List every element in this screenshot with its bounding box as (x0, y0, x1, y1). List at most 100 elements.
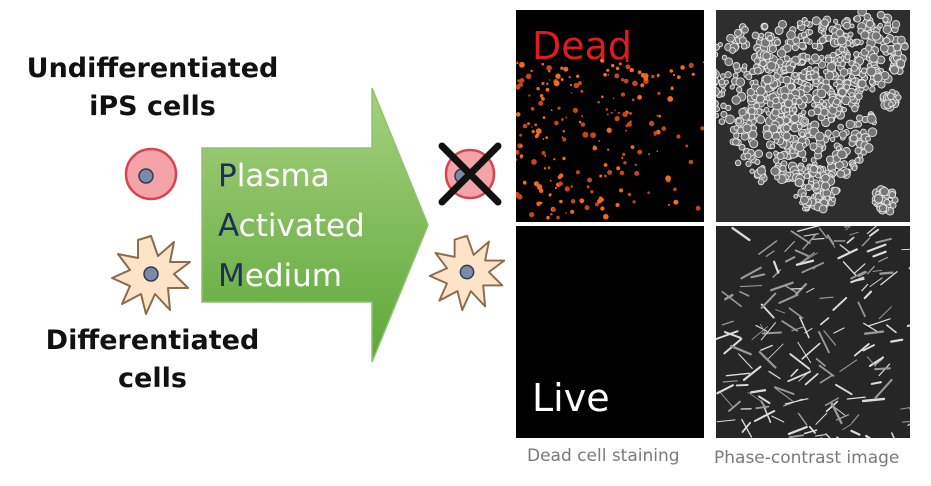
ips-cell-ring (879, 186, 890, 197)
ips-cell-ring (756, 166, 767, 176)
differentiated-label-line1: Differentiated (45, 325, 260, 356)
ips-cell-ring (820, 181, 831, 191)
ips-cell-ring (820, 30, 827, 36)
ips-cell-ring (762, 51, 771, 61)
ips-cell-ring (786, 82, 795, 91)
ips-cell-ring (831, 186, 840, 196)
fibroblast-streak (738, 353, 753, 369)
ips-cell-ring (783, 55, 791, 62)
fibroblast-streak (774, 387, 793, 402)
ips-cell-ring (768, 123, 779, 134)
dead-cell-spot (533, 181, 539, 187)
dead-cell-spot (562, 130, 565, 133)
ips-cell-ring (799, 58, 806, 66)
dead-cell-spot (570, 92, 573, 94)
dead-cell-spot (560, 66, 564, 70)
fibroblast-streak (801, 252, 818, 264)
dead-cell-spot (625, 64, 631, 70)
ips-cell-ring (838, 130, 848, 139)
dead-cell-spot (695, 205, 701, 211)
ips-cell-ring (809, 142, 818, 151)
ips-cell-ring (802, 118, 808, 124)
fibroblast-streak (718, 390, 734, 408)
fibroblast-streak (867, 318, 891, 327)
ips-cell-ring (803, 85, 811, 93)
ips-cell-ring (784, 106, 791, 113)
fibroblast-streak (765, 250, 775, 257)
fibroblast-streak (755, 324, 768, 332)
ips-cell-ring (809, 164, 818, 174)
ips-cell-ring (718, 118, 726, 125)
fibroblast-streak (866, 356, 877, 367)
ips-cell-ring (845, 119, 856, 130)
fibroblast-streak (771, 415, 785, 423)
fibroblast-streak (878, 256, 888, 263)
ips-cell-ring (824, 129, 832, 137)
dead-cell-spot (657, 91, 661, 95)
dead-cell-spot (553, 80, 560, 87)
ips-cell-ring (815, 172, 822, 179)
dead-cell-spot (576, 74, 580, 79)
fibroblast-streak (758, 240, 778, 255)
ips-cell-ring (882, 16, 889, 23)
phase-contrast-ips-image (716, 10, 910, 222)
ips-cell-ring (804, 183, 813, 191)
ips-cell-ring (803, 20, 810, 27)
fibroblast-streak (839, 244, 851, 254)
ips-cell-ring (767, 35, 774, 42)
ips-cell-ring (878, 204, 888, 213)
fibroblast-streak (819, 317, 830, 326)
dead-cell-spot (670, 86, 674, 91)
fibroblast-streak (799, 316, 810, 339)
arrow-line-medium: Medium (218, 258, 342, 294)
fibroblast-streak (874, 378, 893, 399)
fibroblast-streak (868, 228, 880, 237)
fibroblast-streak (773, 386, 795, 395)
dead-cell-spot (615, 203, 620, 207)
dead-cell-spot (590, 190, 594, 194)
ips-cell-ring (762, 74, 773, 85)
dead-cell-spot (561, 136, 564, 139)
ips-cell-ring (833, 81, 839, 87)
ips-cell-ring (745, 160, 752, 167)
dead-cell-spot (661, 126, 667, 131)
ips-cell-ring (735, 77, 746, 87)
ips-cell-ring (716, 100, 719, 108)
dead-cell-spot (615, 66, 620, 71)
dead-cell-spot (590, 132, 596, 139)
ips-cell-ring (868, 78, 875, 85)
undifferentiated-label-line2: iPS cells (89, 91, 216, 122)
fibroblast-streak (861, 397, 886, 403)
ips-cell-ring (725, 114, 735, 125)
fibroblast-streak (850, 429, 861, 436)
dead-cell-spot (570, 185, 573, 188)
fibroblast-streak (808, 425, 816, 434)
fibroblast-streak (815, 412, 828, 425)
fibroblast-streak (772, 269, 782, 278)
dead-cell-spot (549, 179, 552, 182)
fibroblast-streak (862, 344, 875, 352)
ips-cell-ring (830, 136, 836, 143)
dead-cell-spot (603, 72, 607, 77)
dead-staining-image: Dead (516, 10, 704, 222)
fibroblast-streak (751, 326, 768, 341)
dead-cell-spot (544, 154, 547, 157)
ips-cell-ring (746, 88, 755, 97)
plasma-arrow (201, 87, 429, 363)
ips-cell-ring (782, 75, 792, 85)
dead-cell-spot (578, 120, 582, 124)
dead-cell-spot (573, 82, 580, 89)
fibroblast-streak (823, 330, 837, 346)
fibroblast-streak (789, 353, 811, 370)
ips-cell-ring (854, 157, 861, 164)
fibroblast-streak (890, 338, 904, 343)
dead-cell-spot (607, 169, 613, 175)
dead-cell-spot (629, 120, 632, 123)
dead-cell-spot (651, 74, 655, 79)
fibroblast-streak (731, 226, 751, 242)
ips-cell-ring (891, 196, 899, 204)
ips-cell-ring (792, 36, 801, 45)
ips-cell-ring (826, 62, 837, 72)
dead-cell-spot (586, 185, 590, 189)
dead-cell-spot (548, 79, 551, 81)
